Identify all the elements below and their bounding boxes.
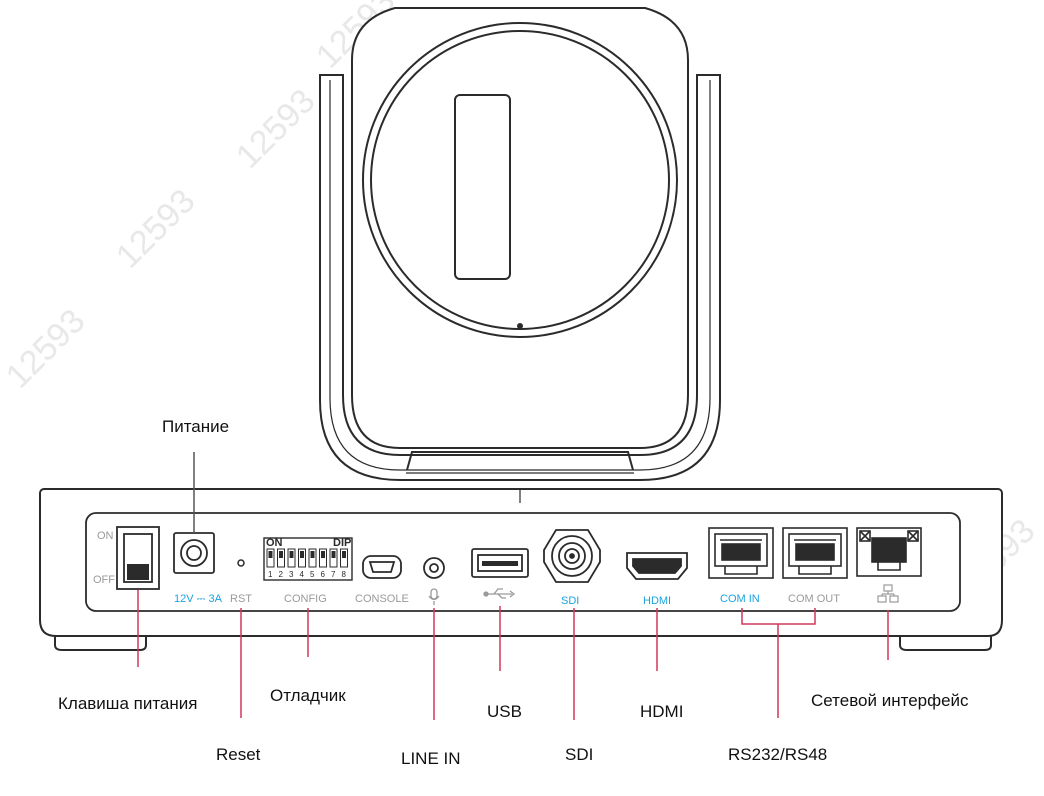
dip-on-label: ON [266,537,283,549]
dip-toggle-knob [268,551,273,558]
console-label: CONSOLE [355,593,409,605]
callout-line-in: LINE IN [401,749,461,768]
dip-number-label: 5 [310,570,315,579]
microphone-icon [428,588,440,605]
network-icon [877,584,899,603]
dip-toggle-knob [300,551,304,558]
callout-rs232: RS232/RS48 [728,745,828,764]
switch-off-label: OFF [93,574,115,586]
rear-panel [85,512,961,612]
rst-label: RST [230,593,252,605]
callout-usb: USB [487,702,522,721]
callout-reset: Reset [216,745,261,764]
com-in-port[interactable] [708,527,774,579]
dip-toggle-knob [279,551,283,558]
lens-ring-outer [362,22,678,338]
hdmi-port[interactable] [626,552,688,580]
dip-toggle-knob [321,551,325,558]
callout-hdmi: HDMI [640,702,684,721]
callout-power: Питание [162,417,230,436]
switch-on-label: ON [97,530,114,542]
line-in-jack[interactable] [423,557,445,579]
dip-toggle-knob [342,551,346,558]
callout-power-switch: Клавиша питания [58,694,198,713]
dip-dip-label: DIP [333,537,351,549]
hdmi-panel-label: HDMI [643,595,671,607]
com-in-label: COM IN [720,593,760,605]
callout-sdi: SDI [565,745,594,764]
network-port[interactable] [856,527,922,577]
dip-number-label: 1 [268,570,273,579]
foot-right [899,636,992,651]
dip-number-label: 7 [331,570,336,579]
yoke-outer [319,74,721,481]
sdi-panel-label: SDI [561,595,579,607]
watermark-text: 12593 [229,82,323,176]
base-unit [39,488,1003,651]
yoke-inner [329,80,711,471]
dip-number-label: 8 [342,570,347,579]
power-spec-label: 12V ⎓ 3A [174,593,223,605]
usb-port[interactable] [471,548,529,578]
watermark-text: 12593 [109,182,203,276]
power-switch[interactable] [116,526,160,590]
lens-window [454,94,511,280]
console-port[interactable] [362,555,402,579]
usb-icon [483,588,516,599]
dip-toggle-knob [289,551,294,558]
leader-lines [137,452,889,720]
camera-head [319,7,721,481]
leader-rs232 [741,608,816,718]
dip-number-label: 4 [300,570,305,579]
config-label: CONFIG [284,593,327,605]
dip-number-label: 2 [279,570,284,579]
reset-hole[interactable] [237,559,245,567]
sdi-port[interactable] [543,529,601,583]
dip-toggle-knob [310,551,315,558]
watermark-text: 12593 [0,302,93,396]
com-out-port[interactable] [782,527,848,579]
head-plinth [406,451,634,471]
foot-left [54,636,147,651]
base-body [39,495,1003,637]
callout-network: Сетевой интерфейс [811,691,969,710]
callout-debugger: Отладчик [270,686,346,705]
dip-number-label: 3 [289,570,294,579]
dip-number-label: 6 [321,570,326,579]
com-out-label: COM OUT [788,593,840,605]
dip-toggle-knob [331,551,336,558]
